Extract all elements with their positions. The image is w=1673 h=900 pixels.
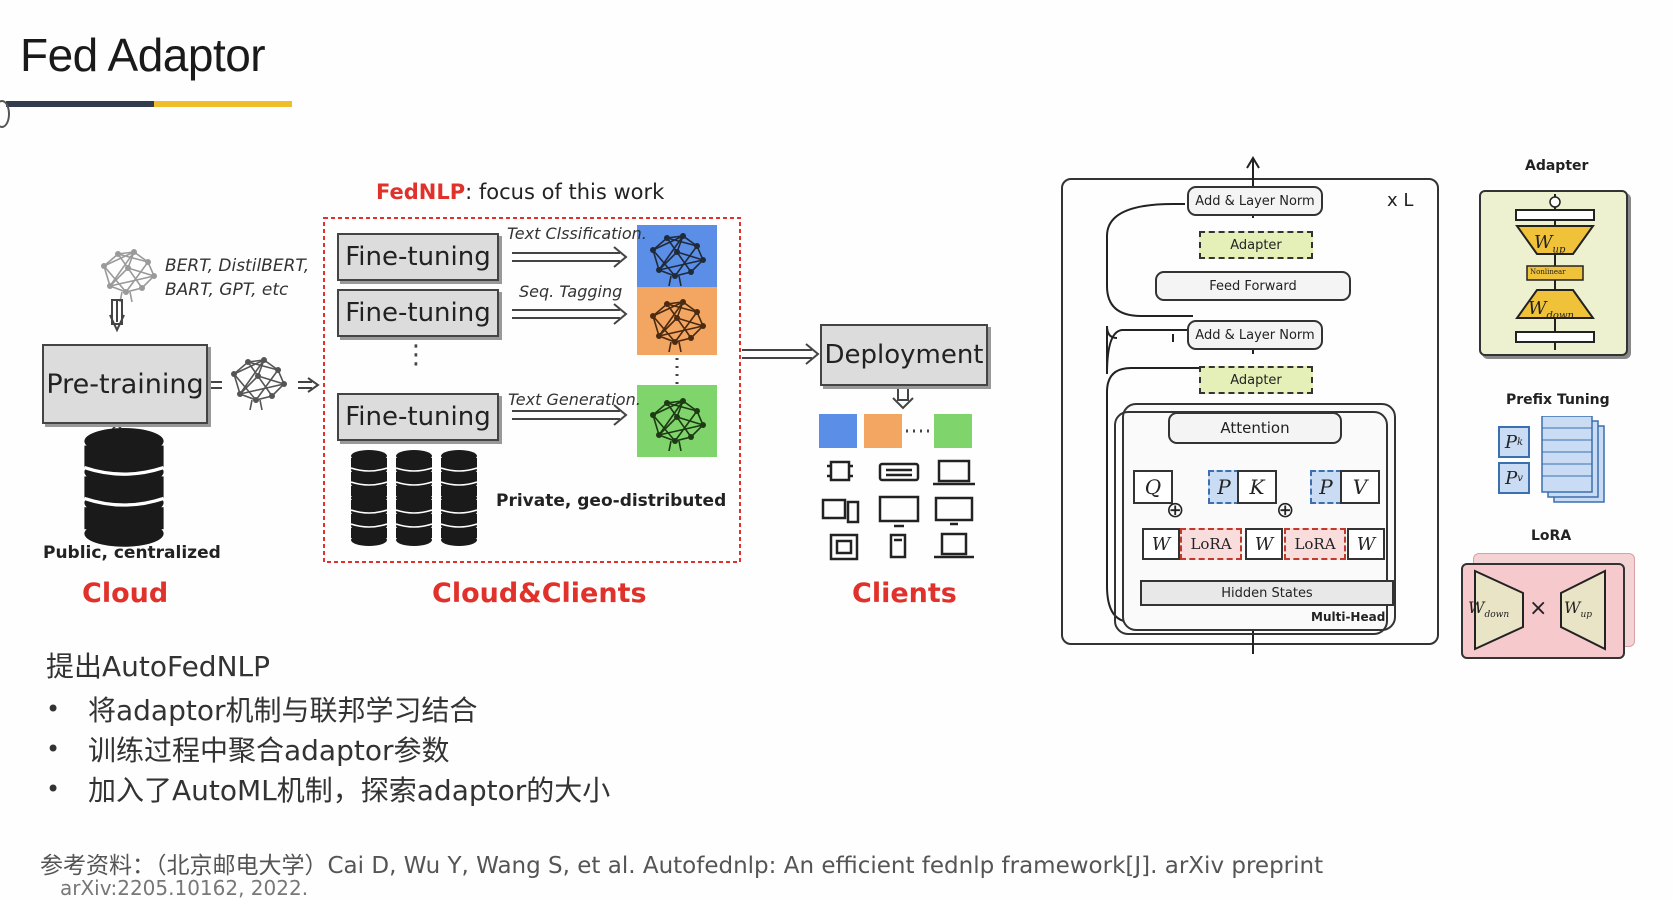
wq-box: W bbox=[1142, 528, 1180, 560]
adapter-bottom: Adapter bbox=[1199, 366, 1313, 394]
nonlinear-label: Nonlinear bbox=[1530, 268, 1566, 276]
deployment-box: Deployment bbox=[820, 324, 988, 386]
deploy-arrow-icon bbox=[742, 343, 820, 365]
lora-k-box: LoRA bbox=[1284, 528, 1346, 560]
wk-box: W bbox=[1245, 528, 1283, 560]
task-label-generation: Text Generation. bbox=[508, 390, 641, 409]
query-box: Q bbox=[1133, 470, 1173, 504]
finetuning-box-1: Fine-tuning bbox=[337, 233, 499, 281]
task-arrow-1 bbox=[512, 246, 628, 268]
w-down-label: Wdown bbox=[1528, 298, 1574, 322]
plus-icon-k: ⊕ bbox=[1276, 498, 1295, 523]
private-database-icons bbox=[350, 449, 478, 547]
lora-q-box: LoRA bbox=[1180, 528, 1242, 560]
fednlp-heading-rest: : focus of this work bbox=[465, 180, 665, 204]
adapter-top: Adapter bbox=[1199, 231, 1313, 259]
private-distributed-label: Private, geo-distributed bbox=[496, 491, 727, 511]
times-l-label: x L bbox=[1387, 190, 1414, 211]
adapter-legend-svg bbox=[1515, 194, 1595, 350]
lora-w-down-label: Wdown bbox=[1468, 598, 1510, 621]
w-up-label: Wup bbox=[1534, 232, 1566, 256]
title-underline-dark bbox=[6, 101, 154, 107]
central-database-icon bbox=[82, 426, 166, 549]
attention-box: Attention bbox=[1168, 412, 1342, 444]
transformer-layer-frame bbox=[1061, 178, 1439, 645]
finetuning-box-3: Fine-tuning bbox=[337, 393, 499, 441]
fednlp-region bbox=[323, 217, 741, 563]
task-arrow-3 bbox=[512, 404, 628, 426]
feed-forward-box: Feed Forward bbox=[1155, 271, 1351, 301]
wv-box: W bbox=[1347, 528, 1385, 560]
task-label-tagging: Seq. Tagging bbox=[519, 282, 623, 301]
lora-w-up-label: Wup bbox=[1564, 598, 1593, 621]
value-box: V bbox=[1340, 470, 1380, 504]
add-norm-bottom: Add & Layer Norm bbox=[1187, 320, 1323, 350]
hidden-states-box: Hidden States bbox=[1140, 580, 1394, 606]
multi-head-label: Multi-Head bbox=[1311, 610, 1386, 624]
lora-legend-title: LoRA bbox=[1531, 528, 1572, 544]
right-arrow-icon bbox=[298, 377, 320, 393]
fednlp-name: FedNLP bbox=[376, 180, 466, 204]
list-item: •将adaptor机制与联邦学习结合 bbox=[46, 694, 478, 727]
fednlp-diagram-svg bbox=[82, 217, 975, 563]
reference-text: 参考资料：（北京邮电大学）Cai D, Wu Y, Wang S, et al.… bbox=[40, 853, 1324, 879]
cloud-clients-label: Cloud&Clients bbox=[432, 578, 647, 609]
client-device-icons bbox=[821, 459, 975, 561]
task-arrow-2 bbox=[512, 303, 628, 325]
prefix-tuning-title: Prefix Tuning bbox=[1506, 392, 1610, 408]
pretrained-brain-icon bbox=[97, 241, 159, 303]
title-underline-gold bbox=[154, 101, 292, 107]
task-tile-green bbox=[637, 385, 717, 457]
public-centralized-label: Public, centralized bbox=[43, 543, 221, 563]
lora-legend-svg bbox=[1474, 569, 1606, 651]
fednlp-heading: FedNLP: focus of this work bbox=[376, 180, 664, 204]
times-icon: × bbox=[1529, 596, 1548, 621]
reference-continuation: arXiv:2205.10162, 2022. bbox=[60, 876, 309, 900]
plus-icon-q: ⊕ bbox=[1166, 498, 1185, 523]
prefix-value-box: P bbox=[1310, 470, 1342, 504]
pretraining-box: Pre-training bbox=[42, 344, 208, 424]
pretrained-models-label: BERT, DistilBERT, BART, GPT, etc bbox=[165, 256, 310, 300]
clients-label: Clients bbox=[852, 578, 957, 609]
key-box: K bbox=[1237, 470, 1277, 504]
finetuning-vdots: ⋮ bbox=[403, 340, 429, 370]
page-title: Fed Adaptor bbox=[20, 29, 266, 81]
model-brain-icon bbox=[227, 349, 289, 411]
cloud-label: Cloud bbox=[82, 578, 169, 609]
finetuning-box-2: Fine-tuning bbox=[337, 289, 499, 337]
summary-heading: 提出AutoFedNLP bbox=[46, 650, 271, 683]
summary-list: 提出AutoFedNLP •将adaptor机制与联邦学习结合 •训练过程中聚合… bbox=[46, 645, 610, 809]
list-item: •训练过程中聚合adaptor参数 bbox=[46, 734, 450, 767]
prefix-key-box: P bbox=[1208, 470, 1240, 504]
task-label-classification: Text Clssification. bbox=[507, 224, 647, 243]
adapter-legend-title: Adapter bbox=[1525, 158, 1589, 174]
prefix-stack-svg bbox=[1541, 416, 1605, 503]
add-norm-top: Add & Layer Norm bbox=[1187, 186, 1323, 216]
list-item: •加入了AutoML机制，探索adaptor的大小 bbox=[46, 774, 611, 807]
